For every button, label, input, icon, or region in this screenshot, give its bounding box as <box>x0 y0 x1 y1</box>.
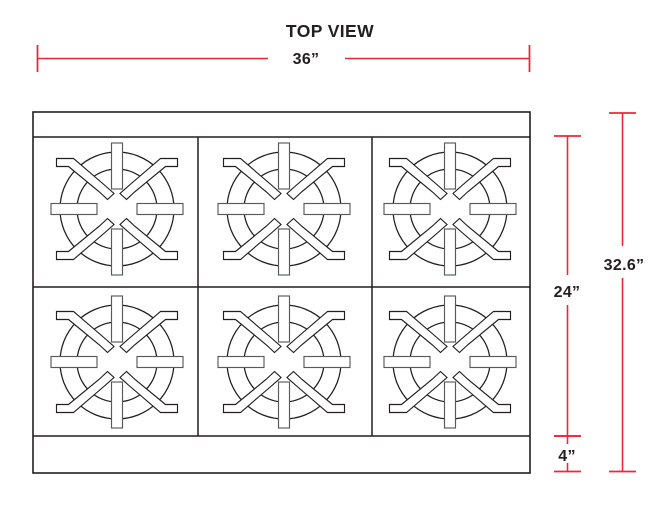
range-body <box>32 111 531 474</box>
dimension-overall-height-label: 32.6” <box>604 257 645 274</box>
page-title: TOP VIEW <box>286 21 374 41</box>
dimension-interior-height-24: 24” <box>554 135 581 437</box>
dimension-overall-height-32-6: 32.6” <box>604 112 645 473</box>
dimension-width-36: 36” <box>36 45 531 72</box>
dimension-interior-height-label: 24” <box>554 284 581 301</box>
dimension-front-panel-label: 4” <box>558 448 576 465</box>
dimension-front-panel-4: 4” <box>554 435 581 473</box>
dimension-width-label: 36” <box>293 51 320 68</box>
